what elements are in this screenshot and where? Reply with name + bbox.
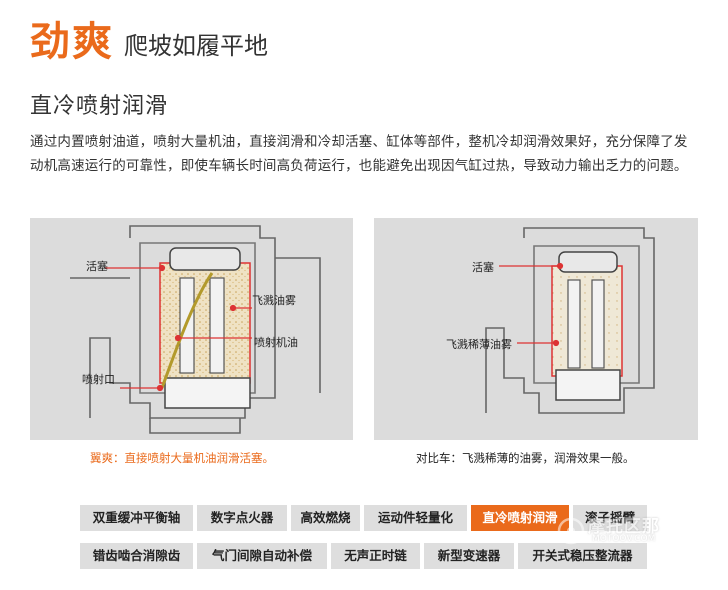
- tab-staggered-gear[interactable]: 错齿啮合消隙齿: [80, 543, 193, 569]
- hero-heading: 劲爽 爬坡如履平地: [30, 18, 268, 66]
- tab-valve-clearance-compensation[interactable]: 气门间隙自动补偿: [197, 543, 327, 569]
- lubrication-diagram-right: 活塞 飞溅稀薄油雾: [374, 218, 698, 440]
- caption-left: 翼爽：直接喷射大量机油润滑活塞。: [90, 451, 274, 465]
- lubrication-diagram-left: 活塞 飞溅油雾 喷射机油 喷射口: [30, 218, 353, 440]
- watermark-text: 摩托区那: [588, 517, 660, 537]
- tab-digital-igniter[interactable]: 数字点火器: [197, 505, 287, 531]
- watermark-logo-icon: [557, 517, 585, 545]
- caption-right: 对比车：飞溅稀薄的油雾，润滑效果一般。: [416, 451, 635, 465]
- engine-cutaway-right-illustration: [485, 227, 655, 414]
- watermark: 摩托区那 MOTOOV.COM: [556, 512, 706, 552]
- tab-roller-rocker-arm[interactable]: 滚子摇臂: [573, 505, 647, 531]
- tab-silent-timing-chain[interactable]: 无声正时链: [331, 543, 420, 569]
- watermark-url: MOTOOV.COM: [592, 534, 656, 544]
- hero-title: 劲爽: [30, 19, 114, 65]
- label-piston-right: 活塞: [472, 261, 494, 274]
- label-piston: 活塞: [86, 260, 108, 273]
- label-splash-mist: 飞溅油雾: [252, 294, 296, 307]
- section-title: 直冷喷射润滑: [30, 94, 169, 119]
- tab-direct-cooling-lubrication[interactable]: 直冷喷射润滑: [471, 505, 569, 531]
- tab-new-transmission[interactable]: 新型变速器: [424, 543, 514, 569]
- tab-efficient-combustion[interactable]: 高效燃烧: [291, 505, 360, 531]
- hero-subtitle: 爬坡如履平地: [124, 32, 268, 60]
- label-spray-oil: 喷射机油: [254, 336, 298, 349]
- tab-switching-regulator[interactable]: 开关式稳压整流器: [518, 543, 647, 569]
- label-thin-mist: 飞溅稀薄油雾: [446, 338, 512, 351]
- engine-cutaway-left-illustration: [70, 225, 321, 434]
- label-nozzle: 喷射口: [82, 373, 115, 386]
- feature-description: 通过内置喷射油道，喷射大量机油，直接润滑和冷却活塞、缸体等部件，整机冷却润滑效果…: [30, 134, 688, 174]
- tab-dual-balance-shaft[interactable]: 双重缓冲平衡轴: [80, 505, 193, 531]
- tab-lightweight-parts[interactable]: 运动件轻量化: [364, 505, 467, 531]
